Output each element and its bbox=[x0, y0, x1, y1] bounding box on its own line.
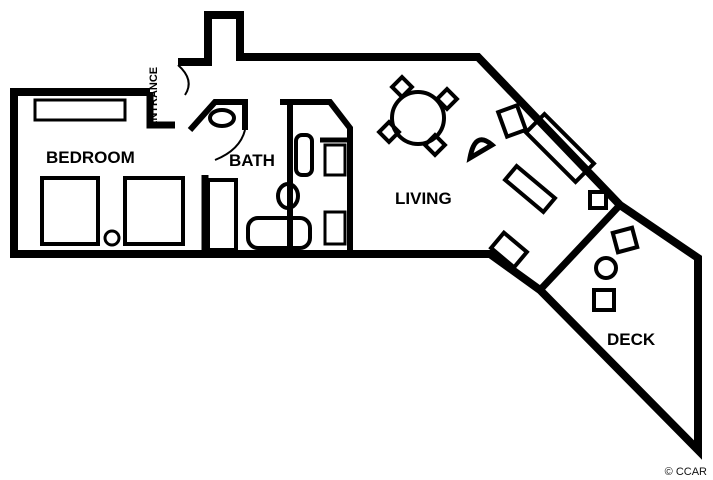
bath-wall-top bbox=[187, 99, 248, 132]
dining-chairs bbox=[376, 74, 460, 158]
deck-wall bbox=[537, 202, 623, 293]
bathtub bbox=[246, 216, 312, 250]
bath-door-swing bbox=[214, 129, 246, 161]
toilet bbox=[276, 182, 300, 210]
room-label-bath: BATH bbox=[229, 151, 275, 170]
deck-table bbox=[594, 256, 618, 280]
room-label-deck: DECK bbox=[607, 330, 656, 349]
deck-chair-2 bbox=[592, 288, 616, 312]
room-label-bedroom: BEDROOM bbox=[46, 148, 135, 167]
entrance-door-swing bbox=[177, 64, 190, 96]
washer bbox=[323, 143, 347, 177]
dryer bbox=[323, 210, 347, 246]
bed-left bbox=[40, 176, 100, 246]
bath-wall bbox=[280, 99, 353, 254]
lamp-chair bbox=[466, 137, 497, 163]
room-label-living: LIVING bbox=[395, 189, 452, 208]
end-table bbox=[588, 190, 608, 210]
bed-right bbox=[123, 176, 185, 246]
armchair bbox=[488, 229, 530, 271]
nightstand bbox=[103, 229, 121, 247]
exterior-wall bbox=[10, 11, 702, 460]
copyright-notice: © CCAR bbox=[664, 466, 707, 478]
side-table bbox=[495, 102, 529, 140]
deck-chair-1 bbox=[610, 225, 640, 255]
sink bbox=[208, 108, 236, 128]
entrance-wall bbox=[146, 92, 175, 129]
sofa bbox=[523, 111, 597, 185]
vanity bbox=[294, 133, 314, 177]
closet bbox=[206, 178, 238, 252]
dining-table bbox=[390, 90, 446, 146]
coffee-table bbox=[502, 163, 558, 215]
dresser bbox=[33, 98, 127, 122]
room-label-entrance: ENTRANCE bbox=[148, 67, 160, 128]
